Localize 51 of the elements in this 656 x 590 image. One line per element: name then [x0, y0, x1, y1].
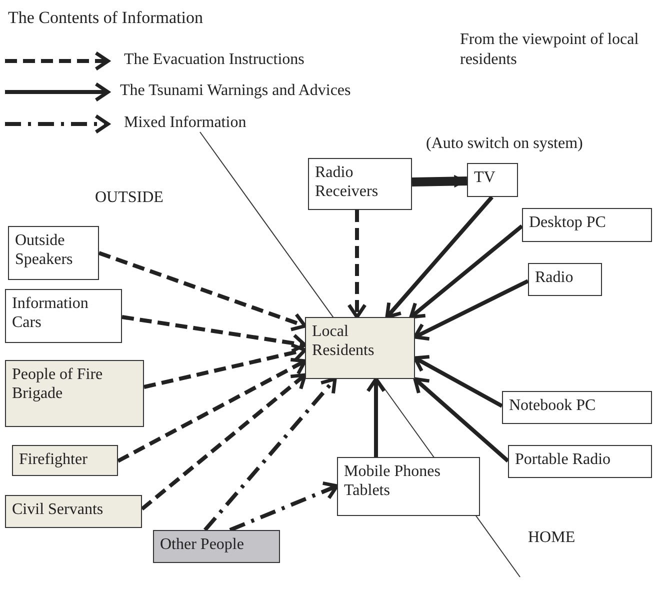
arrow	[229, 481, 339, 532]
arrow	[366, 377, 386, 457]
node-label: Information Cars	[12, 294, 90, 332]
arrow	[140, 373, 307, 511]
source-box	[5, 360, 144, 427]
arrow	[98, 251, 307, 332]
source-box	[502, 391, 652, 424]
node-label: Radio Receivers	[315, 163, 380, 201]
source-box	[337, 457, 480, 516]
source-box	[508, 445, 652, 478]
arrow	[117, 358, 307, 463]
source-box	[308, 158, 412, 210]
region-label: HOME	[528, 528, 576, 548]
source-box	[528, 263, 602, 296]
node-label: Notebook PC	[509, 396, 597, 415]
node-label: Firefighter	[19, 450, 88, 469]
people-box	[153, 530, 280, 563]
node-label: Portable Radio	[515, 450, 612, 469]
source-box	[467, 163, 518, 197]
region-label: OUTSIDE	[95, 188, 164, 208]
note: From the viewpoint of local residents	[460, 30, 640, 70]
arrow	[412, 174, 468, 188]
note: (Auto switch on system)	[426, 134, 583, 154]
legend-label: Mixed Information	[124, 113, 246, 133]
legend-title: The Contents of Information	[8, 8, 203, 28]
arrow	[385, 196, 494, 319]
source-box	[8, 226, 99, 280]
node-label: Local Residents	[312, 322, 376, 360]
arrow	[413, 355, 503, 408]
arrow	[347, 210, 367, 319]
node-label: Mobile Phones Tablets	[344, 462, 442, 500]
node-label: Desktop PC	[529, 213, 607, 232]
node-label: Radio	[535, 268, 574, 287]
node-label: TV	[474, 168, 496, 187]
source-box	[522, 208, 652, 242]
node-label: Other People	[160, 535, 245, 554]
arrow	[413, 377, 510, 462]
node-label: Outside Speakers	[15, 231, 74, 269]
arrow	[122, 315, 307, 353]
arrow	[203, 377, 337, 532]
node-label: Civil Servants	[12, 500, 104, 519]
residents-box	[305, 317, 415, 379]
source-box	[12, 445, 118, 476]
source-box	[5, 289, 122, 343]
legend-label: The Tsunami Warnings and Advices	[120, 81, 351, 101]
arrow	[144, 343, 307, 389]
source-box	[5, 495, 142, 528]
legend-label: The Evacuation Instructions	[124, 50, 304, 70]
arrow	[413, 279, 529, 341]
node-label: People of Fire Brigade	[12, 365, 104, 403]
arrow	[409, 224, 524, 319]
